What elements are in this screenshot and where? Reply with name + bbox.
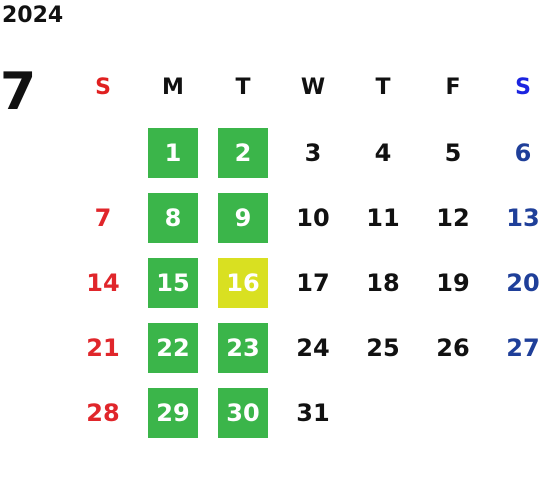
day-cell[interactable]: 27 [488, 315, 548, 380]
day-cell[interactable]: 22 [138, 315, 208, 380]
day-cell[interactable]: 20 [488, 250, 548, 315]
day-number: 19 [436, 268, 470, 297]
day-number: 20 [506, 268, 540, 297]
day-number: 24 [296, 333, 330, 362]
day-number: 31 [296, 398, 330, 427]
day-number: 15 [148, 257, 198, 308]
day-cell[interactable]: 31 [278, 380, 348, 445]
weekday-header-fri: F [445, 75, 461, 100]
day-cell[interactable]: 13 [488, 185, 548, 250]
day-cell[interactable]: 17 [278, 250, 348, 315]
month-number: 7 [0, 62, 37, 122]
day-number: 27 [506, 333, 540, 362]
day-number: 30 [218, 387, 268, 438]
day-cell[interactable]: 15 [138, 250, 208, 315]
day-cell[interactable]: 29 [138, 380, 208, 445]
day-number: 13 [506, 203, 540, 232]
weekday-header-sat: S [515, 75, 531, 100]
day-cell[interactable]: 8 [138, 185, 208, 250]
day-number: 17 [296, 268, 330, 297]
day-number: 23 [218, 322, 268, 373]
weekday-header-wed: W [300, 75, 326, 100]
day-number: 14 [86, 268, 120, 297]
day-number: 3 [304, 138, 322, 167]
day-cell[interactable]: 18 [348, 250, 418, 315]
day-number: 29 [148, 387, 198, 438]
day-cell[interactable]: 3 [278, 120, 348, 185]
day-cell[interactable]: 5 [418, 120, 488, 185]
day-number: 6 [514, 138, 532, 167]
day-number: 28 [86, 398, 120, 427]
day-cell[interactable]: 23 [208, 315, 278, 380]
day-number: 10 [296, 203, 330, 232]
day-cell[interactable]: 11 [348, 185, 418, 250]
day-cell[interactable]: 19 [418, 250, 488, 315]
weekday-header-thu: T [375, 75, 391, 100]
day-number: 25 [366, 333, 400, 362]
weekday-header-tue: T [235, 75, 251, 100]
day-number: 21 [86, 333, 120, 362]
weekday-header-mon: M [162, 75, 184, 100]
day-number: 8 [148, 192, 198, 243]
day-cell[interactable]: 12 [418, 185, 488, 250]
day-cell[interactable]: 14 [68, 250, 138, 315]
day-number: 9 [218, 192, 268, 243]
day-number: 7 [94, 203, 112, 232]
day-cell[interactable]: 10 [278, 185, 348, 250]
day-number: 2 [218, 127, 268, 178]
day-cell[interactable]: 30 [208, 380, 278, 445]
day-number: 5 [444, 138, 462, 167]
day-cell[interactable]: 25 [348, 315, 418, 380]
day-cell[interactable]: 7 [68, 185, 138, 250]
weekday-header-sun: S [95, 75, 111, 100]
day-cell[interactable]: 26 [418, 315, 488, 380]
day-number: 22 [148, 322, 198, 373]
day-cell[interactable]: 9 [208, 185, 278, 250]
day-cell[interactable]: 16 [208, 250, 278, 315]
day-cell[interactable]: 6 [488, 120, 548, 185]
day-cell[interactable]: 2 [208, 120, 278, 185]
day-number: 18 [366, 268, 400, 297]
day-number: 26 [436, 333, 470, 362]
day-cell[interactable]: 1 [138, 120, 208, 185]
day-number: 16 [218, 257, 268, 308]
day-cell[interactable]: 28 [68, 380, 138, 445]
day-cell[interactable]: 4 [348, 120, 418, 185]
day-number: 11 [366, 203, 400, 232]
day-cell[interactable]: 21 [68, 315, 138, 380]
day-number: 4 [374, 138, 392, 167]
empty-day-cell [68, 120, 138, 185]
day-number: 12 [436, 203, 470, 232]
year-label: 2024 [2, 3, 64, 28]
day-cell[interactable]: 24 [278, 315, 348, 380]
day-number: 1 [148, 127, 198, 178]
